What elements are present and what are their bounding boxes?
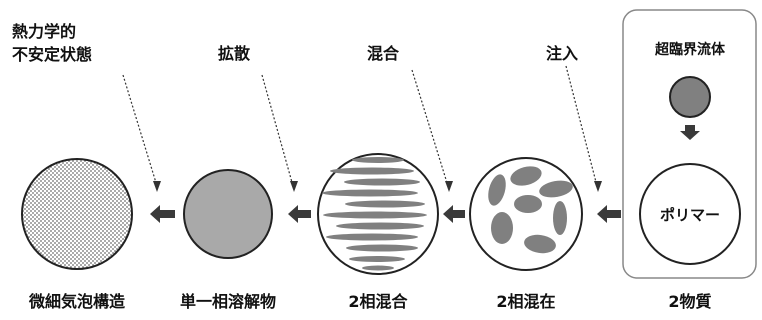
polymer-circle (639, 163, 741, 265)
mixing-label: 混合 (367, 44, 400, 63)
two-phase-coexist-circle (469, 157, 583, 271)
unstable-state-label-line1: 熱力学的 (12, 22, 76, 41)
polymer-label: ポリマー (660, 206, 720, 224)
left-arrow-icon (443, 205, 465, 223)
stage-label-microcellular: 微細気泡構造 (28, 292, 126, 311)
callout-leaders (122, 65, 598, 187)
unstable-state-label-line2: 不安定状態 (12, 45, 92, 64)
left-arrow-icon (597, 205, 621, 223)
two-substances-box (622, 9, 757, 279)
diffusion-label: 拡散 (218, 44, 251, 63)
left-arrow-icon (288, 205, 311, 223)
stage-label-two-phase-coexist: 2相混在 (496, 292, 555, 311)
microcellular-circle (21, 158, 133, 270)
supercritical-fluid-circle (669, 76, 711, 118)
supercritical-fluid-label: 超臨界流体 (654, 41, 726, 58)
stage-label-single-phase: 単一相溶解物 (180, 292, 276, 311)
stage-label-two-substances: 2物質 (668, 292, 711, 311)
single-phase-circle (183, 169, 273, 259)
callout-arrowheads (153, 181, 602, 192)
two-phase-mixed-circle (317, 153, 439, 275)
down-arrow-icon (680, 125, 700, 140)
left-arrow-icon (150, 205, 175, 223)
stage-label-two-phase-mixed: 2相混合 (348, 292, 408, 311)
injection-label: 注入 (546, 44, 578, 63)
